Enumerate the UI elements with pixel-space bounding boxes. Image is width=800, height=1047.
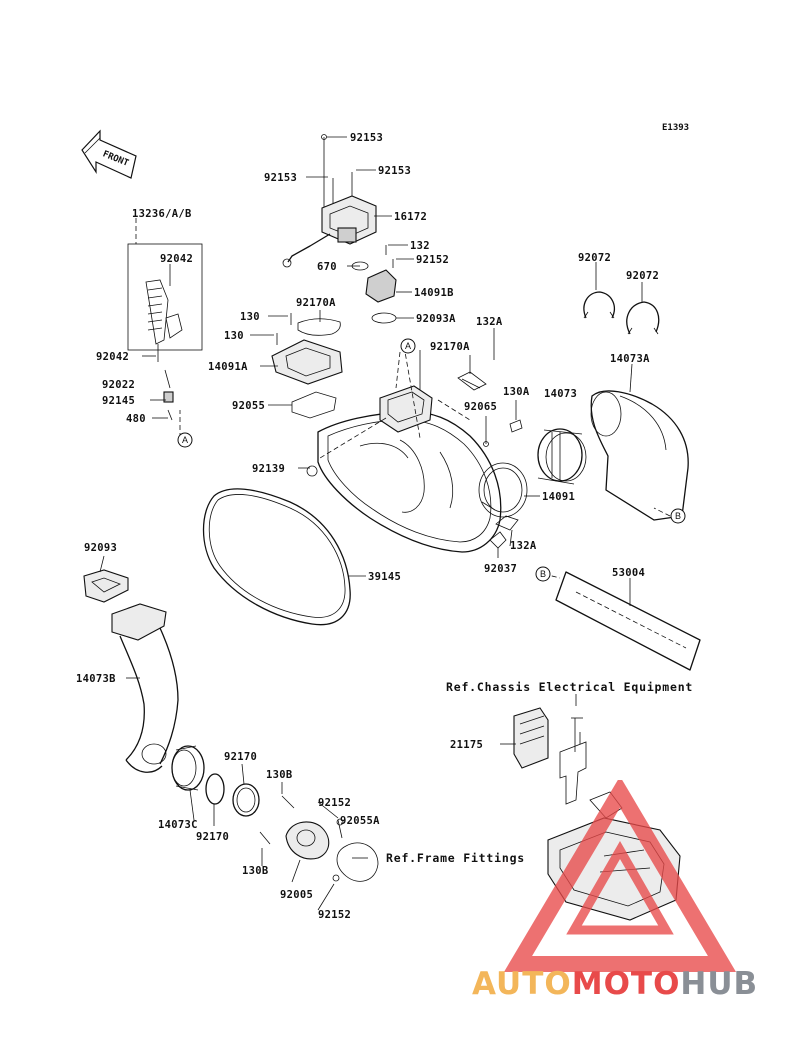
svg-text:B: B <box>675 511 681 521</box>
part-label: 92153 <box>264 172 297 184</box>
cover-plate-14091a <box>271 313 343 419</box>
part-label: 92152 <box>318 797 351 809</box>
converter-cover-14091 <box>306 340 528 553</box>
automotohub-watermark-logo: AUTOMOTOHUB <box>472 780 758 1002</box>
part-label: 92170 <box>224 751 257 763</box>
callout-a-left: A <box>177 432 193 448</box>
actuator-assembly <box>282 134 397 324</box>
callout-a-upper: A <box>400 338 416 354</box>
part-label: 130 <box>240 311 260 323</box>
label-sticker-53004 <box>555 571 701 671</box>
ref-frame-fittings: Ref.Frame Fittings <box>386 851 525 865</box>
part-label: 92152 <box>318 909 351 921</box>
diagram-code: E1393 <box>662 123 689 133</box>
part-label: 92005 <box>280 889 313 901</box>
part-label: 92072 <box>578 252 611 264</box>
part-label: 14073C <box>158 819 198 831</box>
part-label: 14091A <box>208 361 248 373</box>
gasket-39145 <box>202 488 351 626</box>
lower-duct-parts <box>171 745 379 882</box>
svg-text:B: B <box>540 569 546 579</box>
callout-b-right: B <box>670 508 686 524</box>
svg-text:A: A <box>405 341 411 351</box>
part-label: 21175 <box>450 739 483 751</box>
part-label: 92170A <box>296 297 336 309</box>
part-label: 39145 <box>368 571 401 583</box>
duct-14073b <box>83 569 179 773</box>
part-label: 13236/A/B <box>132 208 192 220</box>
part-label: 92170 <box>196 831 229 843</box>
part-label: 480 <box>126 413 146 425</box>
part-label: 92037 <box>484 563 517 575</box>
part-label: 130B <box>266 769 293 781</box>
part-label: 92139 <box>252 463 285 475</box>
part-label: 132A <box>510 540 537 552</box>
part-label: 130A <box>503 386 530 398</box>
spring-assembly-13236 <box>127 243 203 421</box>
part-label: 92153 <box>350 132 383 144</box>
callout-b-sticker: B <box>535 566 551 582</box>
part-label: 92042 <box>160 253 193 265</box>
watermark-text: AUTOMOTOHUB <box>472 966 758 1002</box>
triangle-logo-icon <box>503 780 737 972</box>
duct-14073a <box>590 390 689 521</box>
part-label: 130 <box>224 330 244 342</box>
part-label: 92093 <box>84 542 117 554</box>
ref-chassis-electrical: Ref.Chassis Electrical Equipment <box>446 680 693 694</box>
part-label: 92042 <box>96 351 129 363</box>
part-label: 14091 <box>542 491 575 503</box>
part-label: 92153 <box>378 165 411 177</box>
clamp-ring-92072-a <box>583 291 615 319</box>
clamp-ring-92072-b <box>626 301 660 335</box>
part-label: 14073A <box>610 353 650 365</box>
part-label: 92055 <box>232 400 265 412</box>
part-number-labels: 92153 92153 92153 16172 132 670 92152 14… <box>76 132 659 921</box>
part-label: 670 <box>317 261 337 273</box>
svg-text:A: A <box>182 435 188 445</box>
part-label: 92022 <box>102 379 135 391</box>
part-label: 132A <box>476 316 503 328</box>
part-label: 92072 <box>626 270 659 282</box>
part-label: 92170A <box>430 341 470 353</box>
part-label: 130B <box>242 865 269 877</box>
part-label: 14073B <box>76 673 116 685</box>
part-label: 53004 <box>612 567 645 579</box>
part-label: 16172 <box>394 211 427 223</box>
part-label: 14073 <box>544 388 577 400</box>
front-arrow-icon: FRONT <box>81 129 137 179</box>
part-label: 92093A <box>416 313 456 325</box>
part-label: 92065 <box>464 401 497 413</box>
part-label: 14091B <box>414 287 454 299</box>
part-label: 92055A <box>340 815 380 827</box>
part-label: 92152 <box>416 254 449 266</box>
part-label: 132 <box>410 240 430 252</box>
duct-14073 <box>537 428 587 485</box>
part-label: 92145 <box>102 395 135 407</box>
